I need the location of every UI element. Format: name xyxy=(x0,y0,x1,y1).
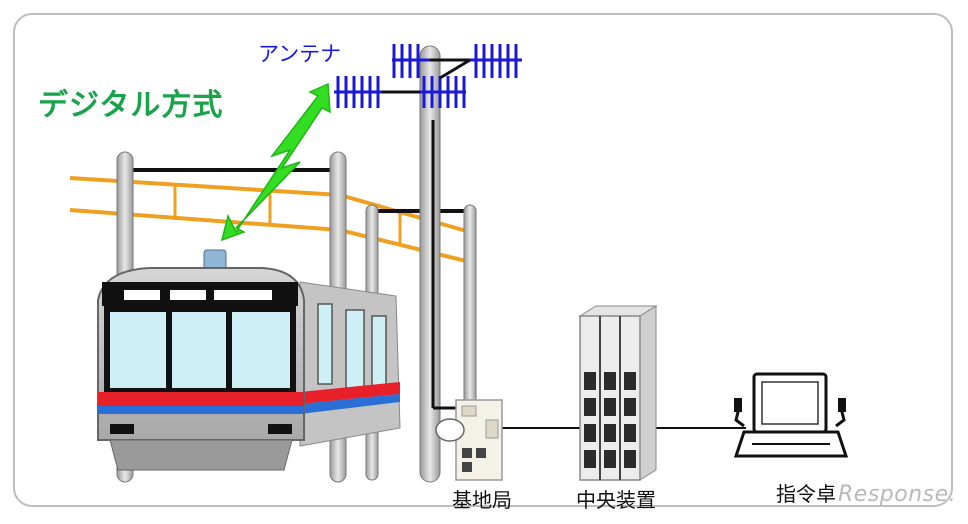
watermark-logo: Response. xyxy=(838,482,957,507)
lightning-bolt-icon xyxy=(220,82,331,242)
base-station-label: 基地局 xyxy=(452,488,512,512)
central-unit-label: 中央装置 xyxy=(576,488,656,512)
antenna-mast xyxy=(419,45,462,483)
monitor-console-icon xyxy=(733,372,849,458)
digital-method-label: デジタル方式 xyxy=(38,88,224,123)
antenna-label: アンテナ xyxy=(258,42,342,66)
server-rack-icon xyxy=(578,305,658,481)
base-station-box-icon xyxy=(435,399,503,481)
dispatch-console-label: 指令卓 xyxy=(776,482,836,506)
train-icon xyxy=(97,249,401,471)
antenna-feed-lines xyxy=(382,58,471,94)
yagi-antenna-icon xyxy=(334,44,522,108)
